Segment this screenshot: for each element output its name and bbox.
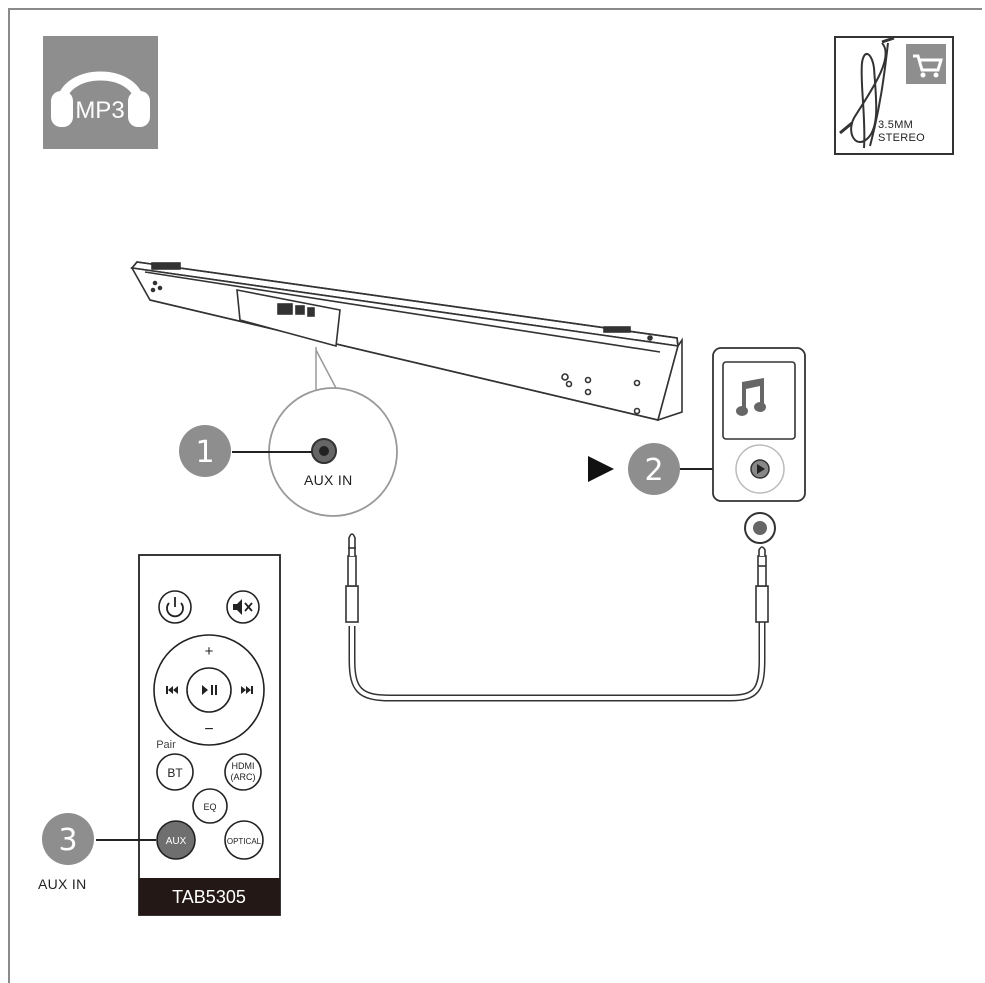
step-2-number: 2 [644, 453, 663, 488]
aux-button: AUX [156, 820, 196, 860]
mp3-label: MP3 [75, 97, 124, 124]
step-3-label: AUX IN [38, 876, 87, 892]
aux-port-zoom [268, 347, 398, 517]
bt-label: BT [167, 766, 183, 780]
step-3: 3 [42, 813, 156, 865]
mp3-player-device [712, 347, 806, 544]
soundbar [130, 261, 683, 422]
cable-accessory-box [834, 36, 954, 155]
cable-spec-line2: STEREO [878, 132, 926, 144]
eq-label: EQ [203, 802, 216, 812]
mute-button [226, 590, 260, 624]
pair-label: Pair [156, 739, 176, 751]
remote-model-label: TAB5305 [172, 887, 246, 907]
stereo-cable-icon [839, 36, 946, 149]
cable-spec-label: 3.5MM STEREO [878, 119, 925, 145]
optical-button: OPTICAL [224, 820, 264, 860]
step-2: 2 [588, 443, 736, 495]
step-3-number: 3 [58, 823, 77, 858]
aux-cable [345, 533, 769, 702]
hdmi-label-line2: (ARC) [231, 772, 256, 782]
cable-spec-line1: 3.5MM [878, 119, 914, 131]
mp3-player-icon: MP3 [43, 36, 158, 149]
aux-label: AUX [166, 836, 187, 847]
remote-footer [139, 878, 280, 915]
next-track-icon [241, 686, 253, 694]
volume-up-label: + [205, 643, 214, 660]
optical-label: OPTICAL [227, 837, 262, 846]
headphones-icon: MP3 [51, 71, 150, 127]
previous-track-icon [166, 686, 178, 694]
step-1: 1 [179, 425, 312, 477]
step-1-label: AUX IN [304, 472, 353, 488]
play-pause-button [186, 667, 232, 713]
volume-down-label: − [204, 721, 213, 738]
diagram-frame [8, 8, 982, 983]
hdmi-label-line1: HDMI [232, 761, 255, 771]
step-1-number: 1 [195, 435, 214, 470]
play-arrow-icon [588, 456, 614, 482]
music-note-icon [736, 378, 766, 416]
power-button [158, 590, 192, 624]
remote-control: TAB5305 + − [138, 554, 281, 916]
hdmi-arc-button: HDMI (ARC) [224, 753, 262, 791]
navigation-ring: + − [153, 634, 265, 746]
eq-button: EQ [192, 788, 228, 824]
bt-button: BT [156, 753, 194, 791]
